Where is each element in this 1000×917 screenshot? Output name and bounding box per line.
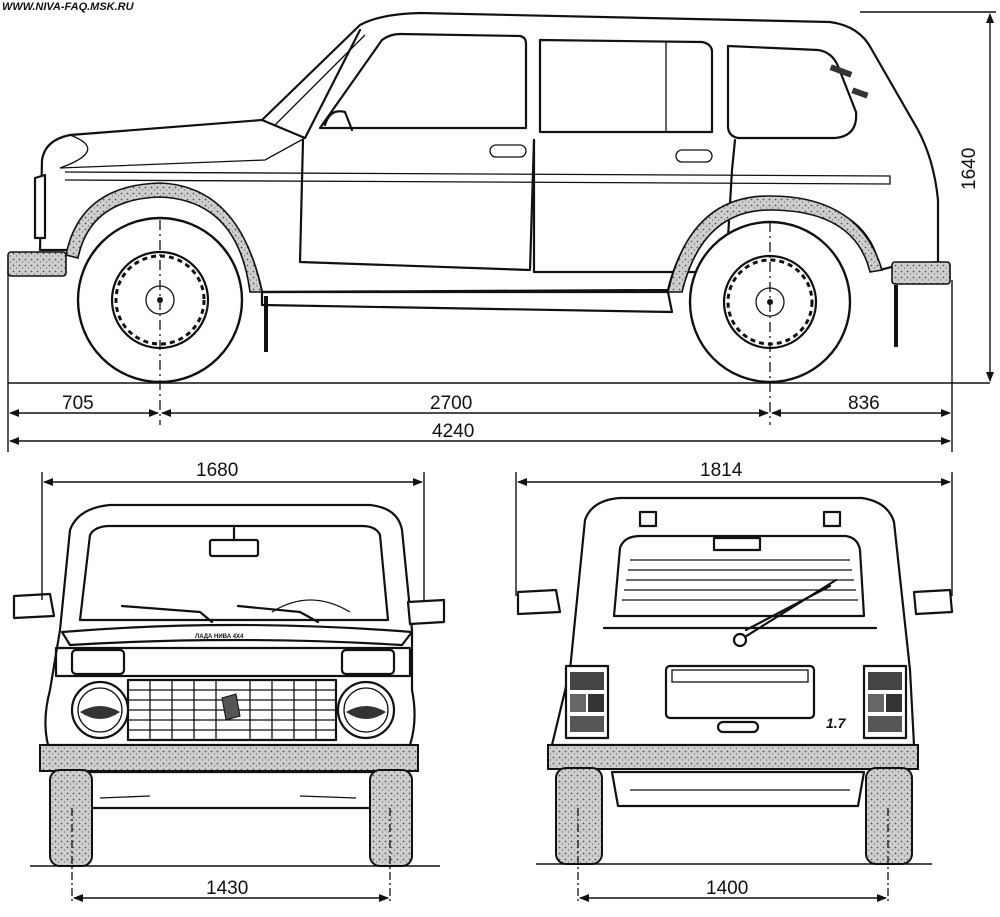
rear-right-side-mirror [912, 588, 954, 616]
rear-bumper [547, 744, 919, 770]
side-rear-wheel-arch [666, 195, 884, 293]
rear-left-side-mirror [516, 588, 562, 616]
side-front-wheel-arch [65, 182, 263, 293]
front-right-headlamp [336, 680, 396, 740]
dim-front-track: 1430 [206, 878, 248, 899]
front-view: ЛАДА НИВА 4Х4 [12, 503, 446, 904]
dim-rear-overhang: 836 [848, 393, 880, 414]
rear-left-roof-light [638, 510, 658, 528]
rear-left-taillight [564, 664, 610, 740]
rear-brake-light-top [712, 536, 762, 552]
front-right-tire [369, 769, 413, 867]
dim-rear-width: 1814 [700, 460, 743, 481]
rear-plate-recess [664, 664, 816, 720]
rear-tailgate-handle [716, 720, 760, 734]
rear-model-badge: 1.7 [826, 715, 847, 731]
side-dimensions [7, 11, 996, 452]
front-left-tire [49, 769, 93, 867]
watermark: WWW.NIVA-FAQ.MSK.RU [2, 1, 135, 13]
dim-front-width: 1680 [196, 460, 238, 481]
rear-wiper-pivot [732, 632, 748, 648]
rear-right-taillight [862, 664, 908, 740]
svg-text:ЛАДА НИВА 4Х4: ЛАДА НИВА 4Х4 [195, 634, 244, 640]
side-quarter-window [726, 44, 858, 140]
side-front-window [318, 32, 528, 130]
front-right-turn-light [340, 648, 396, 676]
front-left-turn-light [70, 648, 126, 676]
side-front-door-handle [489, 144, 527, 158]
front-dimensions [30, 472, 440, 902]
side-rear-bumper [891, 261, 951, 285]
rear-right-roof-light [822, 510, 842, 528]
side-front-bumper [7, 251, 67, 277]
front-mirror [208, 538, 260, 558]
front-bumper [39, 744, 419, 772]
dim-height: 1640 [959, 148, 980, 190]
side-rear-door-handle [675, 149, 713, 163]
rear-dimensions [515, 472, 953, 902]
rear-left-tire [555, 767, 603, 865]
rear-window [612, 534, 866, 618]
side-view [7, 11, 951, 425]
front-right-side-mirror [406, 598, 446, 626]
front-windshield [78, 524, 390, 622]
dim-front-overhang: 705 [62, 393, 94, 414]
front-left-headlamp [70, 680, 130, 740]
dim-overall-length: 4240 [432, 421, 474, 442]
rear-view: 1.7 [516, 496, 954, 904]
rear-right-tire [865, 767, 913, 865]
dim-wheelbase: 2700 [430, 393, 472, 414]
dim-rear-track: 1400 [706, 878, 748, 899]
front-left-side-mirror [12, 592, 56, 620]
side-rear-window [538, 38, 714, 134]
